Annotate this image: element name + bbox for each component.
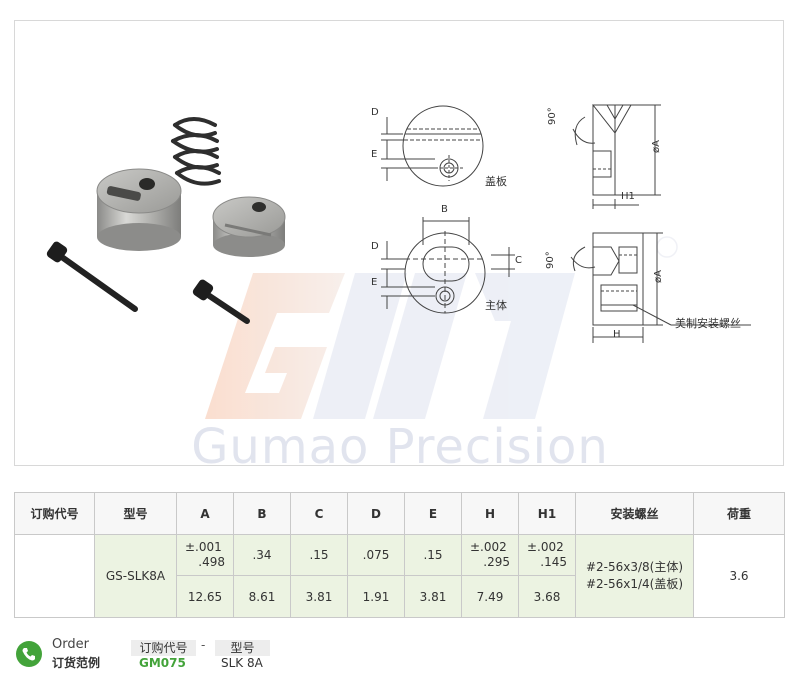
cover-plate-photo	[212, 196, 286, 257]
header-h1: H1	[518, 492, 576, 535]
dim-label-h: H	[613, 329, 621, 340]
long-screw-photo	[46, 241, 138, 312]
main-body-label: 主体	[485, 299, 507, 312]
cell-d-inch: .075	[347, 534, 405, 576]
cell-e-inch: .15	[404, 534, 462, 576]
tol-h1: ±.002	[527, 540, 564, 554]
angle-label-body: 90°	[545, 251, 556, 269]
load-cell: 3.6	[693, 534, 785, 618]
cell-a-inch: ±.001 .498	[176, 534, 234, 576]
dim-label-c: C	[515, 255, 522, 266]
example-header-model: 型号	[215, 640, 270, 656]
main-body-drawing	[381, 217, 515, 314]
thread-line-main-body: #2-56x3/8(主体)	[585, 560, 684, 574]
watermark-logo	[205, 236, 678, 419]
cell-h1-mm: 3.68	[518, 575, 576, 618]
main-body-photo	[96, 168, 182, 251]
header-order-code: 订购代号	[14, 492, 95, 535]
dim-label-b: B	[441, 204, 448, 215]
cell-c-mm: 3.81	[290, 575, 348, 618]
order-label-cn: 订货范例	[52, 656, 101, 670]
dim-label-phi-a-body: øA	[653, 270, 664, 283]
cell-h1-inch: ±.002 .145	[518, 534, 576, 576]
dim-label-e-cover: E	[371, 149, 378, 160]
example-value-order-code: GM075	[139, 656, 186, 670]
dim-label-h1: H1	[621, 191, 635, 202]
cell-d-mm: 1.91	[347, 575, 405, 618]
table-row-inch: GS-SLK8A ±.001 .498 .34 .15 .075 .15 ±.0…	[14, 534, 785, 618]
angle-label-cover: 90°	[547, 107, 558, 125]
tol-h: ±.002	[470, 540, 507, 554]
header-c: C	[290, 492, 348, 535]
product-figure: D E 盖板 B D E C 主体 90° øA H1 90° øA 美制安装螺…	[14, 20, 784, 466]
cover-plate-label: 盖板	[485, 175, 507, 188]
val-h1: .145	[540, 555, 567, 569]
header-model: 型号	[94, 492, 177, 535]
tol-a: ±.001	[185, 540, 222, 554]
phone-icon	[16, 641, 42, 667]
val-a: .498	[198, 555, 225, 569]
header-mounting-screw: 安装螺丝	[575, 492, 694, 535]
cell-b-inch: .34	[233, 534, 291, 576]
cell-h-mm: 7.49	[461, 575, 519, 618]
dim-label-phi-a-cover: øA	[651, 140, 662, 153]
cell-e-mm: 3.81	[404, 575, 462, 618]
header-a: A	[176, 492, 234, 535]
order-label-en: Order	[52, 637, 89, 652]
header-d: D	[347, 492, 405, 535]
dim-label-e-body: E	[371, 277, 378, 288]
table-header-row: 订购代号 型号 A B C D E H H1 安装螺丝 荷重	[14, 492, 785, 535]
screw-note-label: 美制安装螺丝	[675, 317, 741, 330]
spec-table: 订购代号 型号 A B C D E H H1 安装螺丝 荷重 GS-SLK8A …	[14, 492, 785, 618]
header-h: H	[461, 492, 519, 535]
order-code-cell	[14, 534, 95, 618]
cell-h-inch: ±.002 .295	[461, 534, 519, 576]
mounting-screw-cell: #2-56x3/8(主体) #2-56x1/4(盖板)	[575, 534, 694, 618]
cell-a-mm: 12.65	[176, 575, 234, 618]
example-value-model: SLK 8A	[221, 656, 263, 670]
header-load: 荷重	[693, 492, 785, 535]
model-cell: GS-SLK8A	[94, 534, 177, 618]
dim-label-d-body: D	[371, 241, 379, 252]
header-b: B	[233, 492, 291, 535]
cell-c-inch: .15	[290, 534, 348, 576]
main-body-side-drawing	[570, 232, 751, 343]
example-header-order-code: 订购代号	[131, 640, 196, 656]
dim-label-d-cover: D	[371, 107, 379, 118]
short-screw-photo	[192, 279, 250, 324]
table-row-mm: 12.65 8.61 3.81 1.91 3.81 7.49 3.68	[15, 575, 785, 618]
val-h: .295	[483, 555, 510, 569]
cover-plate-side-drawing	[572, 104, 661, 209]
cell-b-mm: 8.61	[233, 575, 291, 618]
cover-plate-drawing	[381, 105, 484, 187]
example-separator: -	[201, 638, 206, 652]
header-e: E	[404, 492, 462, 535]
figure-canvas	[46, 104, 751, 419]
thread-line-cover-plate: #2-56x1/4(盖板)	[585, 577, 684, 591]
spring-photo	[171, 117, 221, 186]
